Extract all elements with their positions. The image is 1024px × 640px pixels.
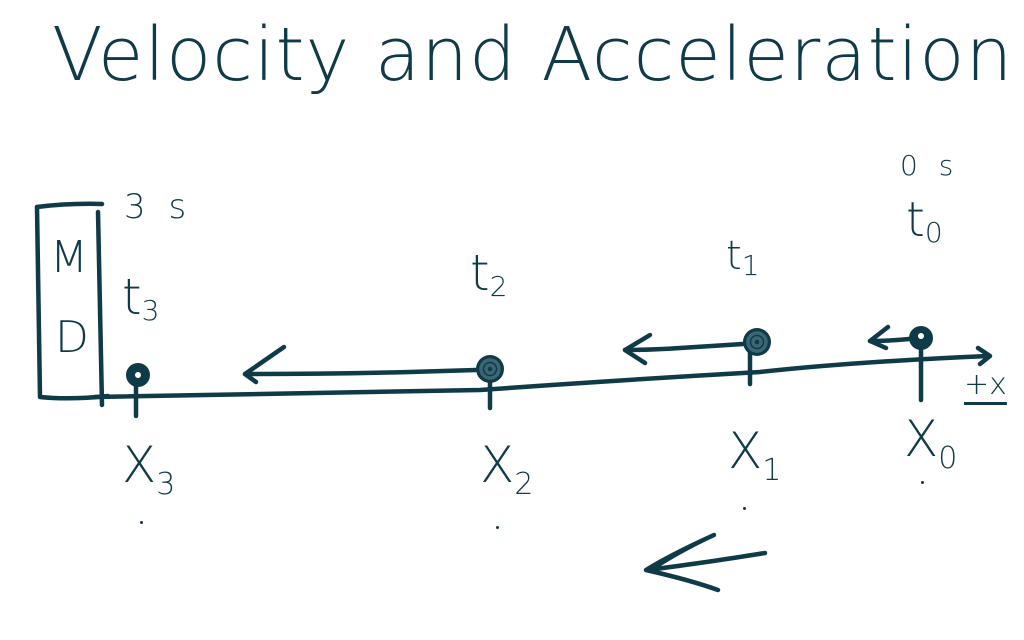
dot-mark-x1 [743,507,746,510]
time-label-t1: t1 [726,236,760,280]
time-label-t2-main: t [470,244,490,302]
time-label-t3: t3 [122,272,159,325]
time-value-t3: 3 s [124,187,193,227]
velocity-arrow-x0 [867,324,912,351]
position-label-x3-main: X [122,436,157,494]
position-label-x1-main: X [728,422,763,480]
position-label-x3-sub: 3 [156,467,176,502]
velocity-arrow-x2 [242,344,479,385]
position-label-x1-sub: 1 [762,453,782,488]
position-label-x2-sub: 2 [514,467,534,502]
object-dot-x3 [126,363,150,387]
position-label-x0-sub: 0 [938,441,958,476]
position-label-x0-main: X [904,410,939,468]
position-label-x3: X3 [122,440,175,500]
velocity-arrow-x1 [622,332,746,366]
position-label-x2: X2 [480,440,533,500]
motion-detector-label-m: M [50,232,88,283]
time-label-t2-sub: 2 [489,270,508,303]
acceleration-arrow [643,532,768,593]
x-axis-line [92,353,991,400]
time-label-t3-sub: 3 [141,294,160,327]
time-label-t0: t0 [906,196,943,247]
object-dot-x2 [476,355,504,383]
motion-detector-label-d: D [55,312,89,363]
axis-arrowhead-icon [975,345,993,367]
position-label-x0: X0 [904,414,957,474]
time-label-t2: t2 [470,248,507,301]
axis-positive-x-label: +x [964,367,1007,402]
position-label-x2-main: X [480,436,515,494]
time-label-t1-main: t [726,233,742,279]
time-label-t1-sub: 1 [741,249,760,282]
diagram-title: Velocity and Acceleration [52,12,1014,98]
time-label-t3-main: t [122,268,142,326]
time-label-t0-sub: 0 [924,216,943,249]
dot-mark-x3 [140,521,143,524]
position-label-x1: X1 [728,426,781,486]
object-dot-x1 [743,328,771,356]
dot-mark-x2 [496,526,499,529]
dot-mark-x0 [921,481,924,484]
time-value-t0: 0 s [900,149,960,182]
time-label-t0-main: t [906,192,925,248]
object-dot-x0 [909,326,933,350]
